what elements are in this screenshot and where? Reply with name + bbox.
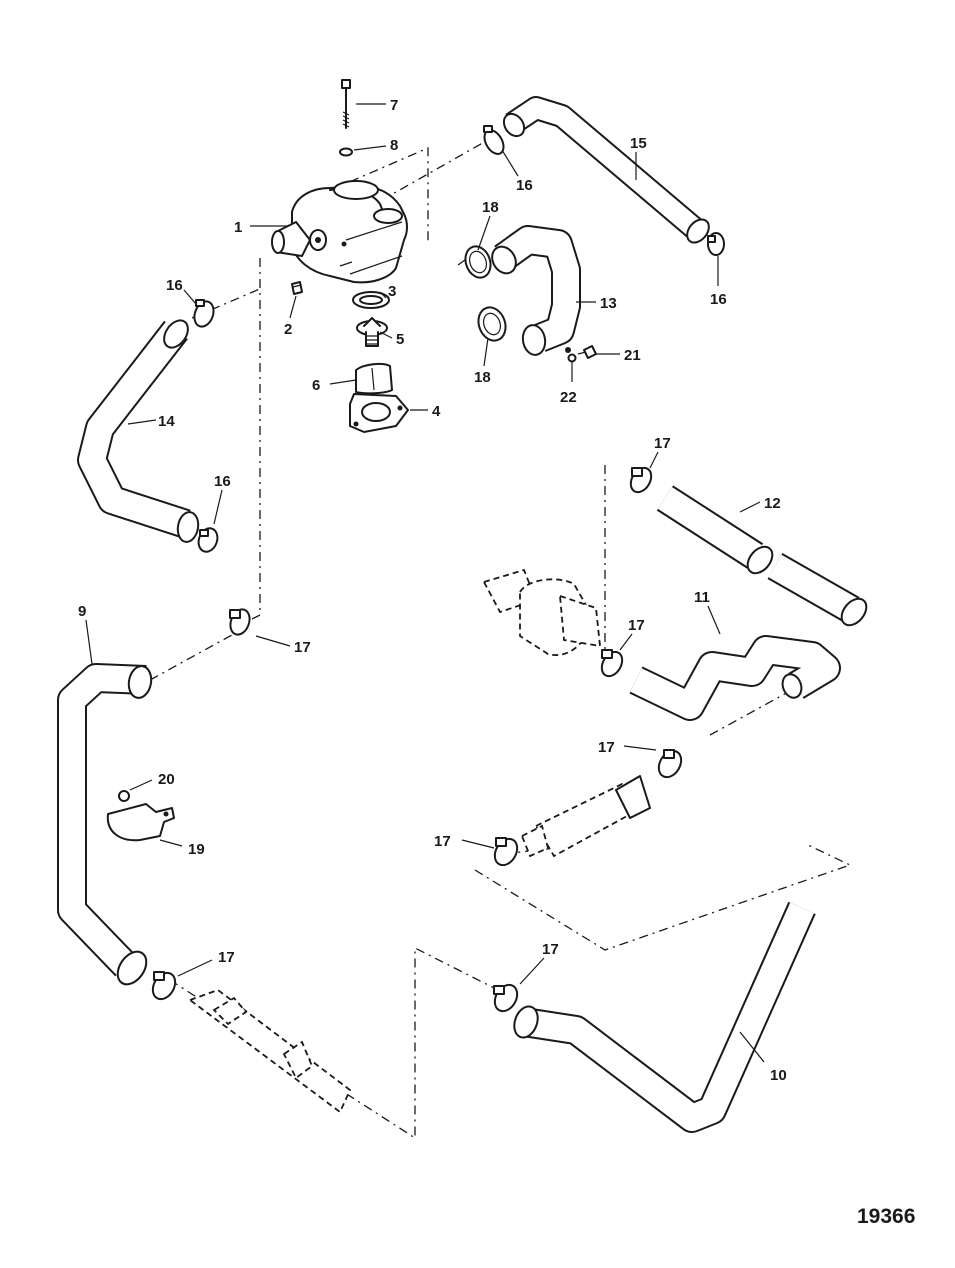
part-10-hose: [513, 901, 816, 1133]
part-3-gasket: [352, 291, 390, 309]
callout-4: 4: [432, 403, 441, 420]
part-22-nut: [567, 353, 577, 363]
part-17-clamp-g: [493, 983, 519, 1013]
part-16-clamp-a: [483, 125, 505, 155]
part-14-hose: [77, 319, 200, 543]
part-5-thermostat: [356, 317, 388, 347]
callout-3: 3: [388, 283, 396, 300]
part-21-fitting: [577, 345, 597, 359]
part-17-clamp-b: [600, 649, 624, 678]
callout-21: 21: [624, 347, 641, 364]
part-17-clamp-a: [629, 466, 653, 494]
leader-lines: [85, 103, 765, 1063]
callout-17-c: 17: [294, 639, 311, 656]
part-15-hose: [502, 96, 710, 244]
callout-19: 19: [188, 841, 205, 858]
reference-cooler: [520, 775, 651, 858]
figure-number: 19366: [857, 1205, 915, 1228]
part-16-clamp-b: [707, 232, 725, 256]
callout-17-e: 17: [434, 833, 451, 850]
callout-9: 9: [78, 603, 86, 620]
callout-16-d: 16: [214, 473, 231, 490]
part-12-hose: [656, 485, 868, 627]
assembly-guide-lines: [149, 139, 852, 1140]
callout-16-c: 16: [166, 277, 183, 294]
callout-17-g: 17: [542, 941, 559, 958]
part-13-elbow-hose: [491, 225, 581, 356]
part-17-clamp-c: [229, 608, 251, 636]
part-17-clamp-e: [493, 837, 519, 867]
callout-5: 5: [396, 331, 404, 348]
part-7-bolt: [341, 79, 351, 129]
part-16-clamp-d: [197, 527, 219, 553]
callout-6: 6: [312, 377, 320, 394]
callout-10: 10: [770, 1067, 787, 1084]
callout-13: 13: [600, 295, 617, 312]
reference-tube-dashed: [188, 988, 352, 1114]
callout-17-f: 17: [218, 949, 235, 966]
callout-2: 2: [284, 321, 292, 338]
part-4-adapter-plate: [349, 393, 409, 433]
part-18-clamp-b: [477, 306, 507, 342]
callout-11: 11: [694, 589, 710, 606]
callout-15: 15: [630, 135, 647, 152]
part-11-hose: [629, 635, 841, 721]
part-1-thermostat-housing: [271, 180, 408, 284]
callout-20: 20: [158, 771, 175, 788]
callout-18-a: 18: [482, 199, 499, 216]
part-6-sleeve: [355, 362, 393, 395]
part-2-plug: [291, 281, 303, 295]
part-17-clamp-d: [657, 749, 683, 779]
callout-16-b: 16: [710, 291, 727, 308]
part-9-hose: [57, 663, 153, 986]
callout-22: 22: [560, 389, 577, 406]
callout-17-b: 17: [628, 617, 645, 634]
reference-pump-dashed: [482, 568, 602, 656]
part-16-clamp-c: [193, 299, 215, 328]
callout-17-a: 17: [654, 435, 671, 452]
callout-7: 7: [390, 97, 398, 114]
callout-8: 8: [390, 137, 398, 154]
part-18-clamp-a: [464, 245, 492, 279]
callout-1: 1: [234, 219, 242, 236]
callout-16-a: 16: [516, 177, 533, 194]
callout-17-d: 17: [598, 739, 615, 756]
callout-labels: 7 8 1 2 3 5 6 4 16 18 15 16 13 21 18 22 …: [78, 97, 915, 1228]
callout-14: 14: [158, 413, 175, 430]
callout-12: 12: [764, 495, 781, 512]
part-17-clamp-f: [151, 971, 177, 1001]
callout-18-b: 18: [474, 369, 491, 386]
part-19-strap: [106, 803, 175, 842]
part-8-washer: [339, 147, 353, 157]
part-20-nut: [118, 790, 130, 802]
